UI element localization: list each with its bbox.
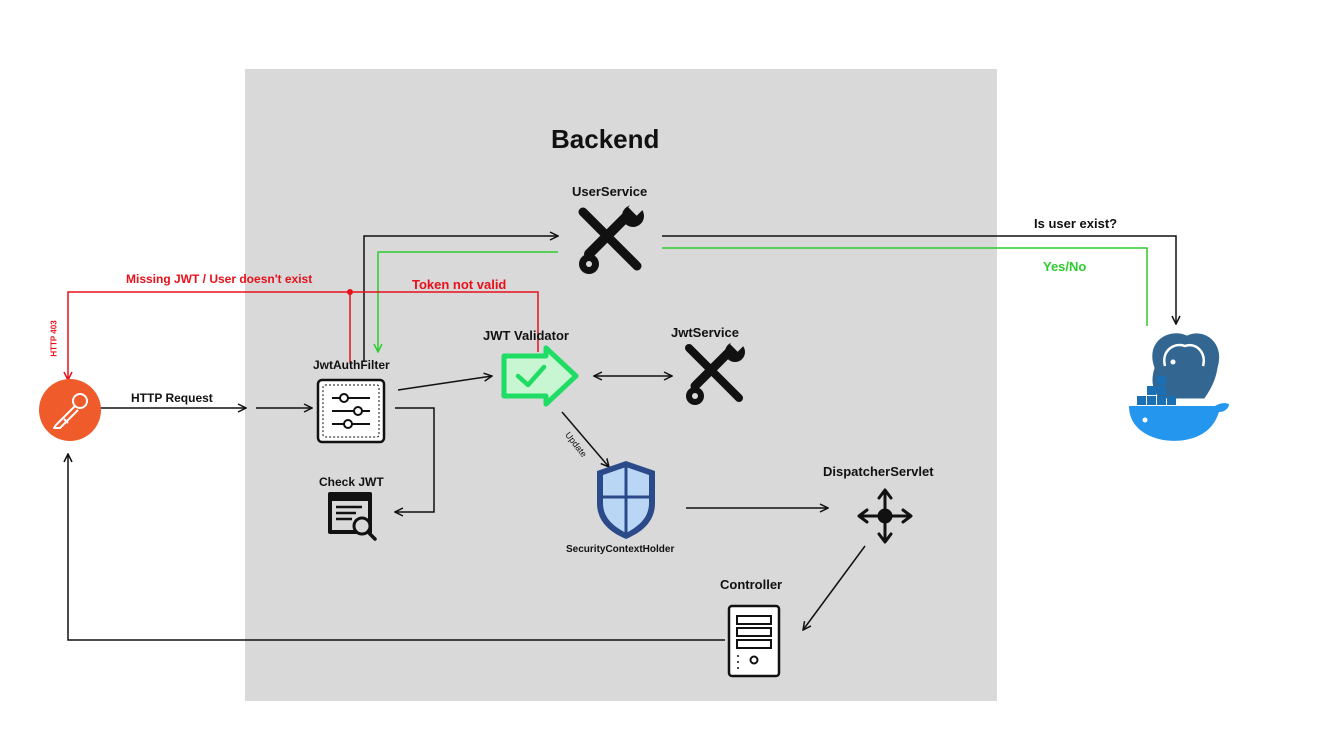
edge-is-user-exist — [662, 235, 1176, 324]
controller-label: Controller — [720, 577, 783, 592]
backend-title: Backend — [551, 124, 660, 154]
edge-userservice-to-filter — [378, 251, 558, 352]
check-jwt-icon — [328, 492, 377, 541]
user-service-label: UserService — [572, 184, 648, 199]
jwt-validator-icon — [501, 345, 579, 407]
security-context-holder-icon — [597, 461, 655, 539]
edge-dispatcher-to-controller — [803, 545, 866, 630]
http-403-label: HTTP 403 — [49, 320, 59, 357]
edge-yes-no — [662, 247, 1148, 326]
edge-checkjwt-loop — [395, 407, 435, 512]
dispatcher-servlet-icon — [857, 488, 913, 544]
postman-icon — [39, 379, 101, 441]
check-jwt-label: Check JWT — [319, 475, 384, 489]
dispatcher-servlet-label: DispatcherServlet — [823, 464, 934, 479]
user-service-tools-icon — [578, 200, 644, 274]
edge-controller-to-client — [68, 454, 725, 641]
is-user-exist-label: Is user exist? — [1034, 216, 1118, 231]
edges — [68, 235, 1176, 641]
jwt-auth-filter-icon — [316, 378, 386, 444]
jwt-service-tools-icon — [685, 337, 745, 405]
edge-token-not-valid — [352, 291, 539, 352]
missing-jwt-label: Missing JWT / User doesn't exist — [126, 272, 313, 286]
yes-no-label: Yes/No — [1043, 259, 1087, 274]
edge-junction — [347, 289, 353, 295]
security-context-holder-label: SecurityContextHolder — [566, 544, 675, 555]
edge-filter-to-validator — [397, 376, 492, 391]
http-request-label: HTTP Request — [131, 391, 213, 405]
jwt-auth-filter-label: JwtAuthFilter — [313, 358, 390, 372]
jwt-service-label: JwtService — [671, 325, 739, 340]
postgres-docker-icon — [1129, 330, 1229, 441]
edge-filter-to-userservice — [363, 236, 558, 362]
controller-server-icon — [727, 604, 781, 678]
edge-missing-jwt — [68, 291, 351, 380]
edge-update — [561, 411, 609, 467]
token-not-valid-label: Token not valid — [412, 277, 507, 292]
jwt-validator-label: JWT Validator — [483, 328, 569, 343]
